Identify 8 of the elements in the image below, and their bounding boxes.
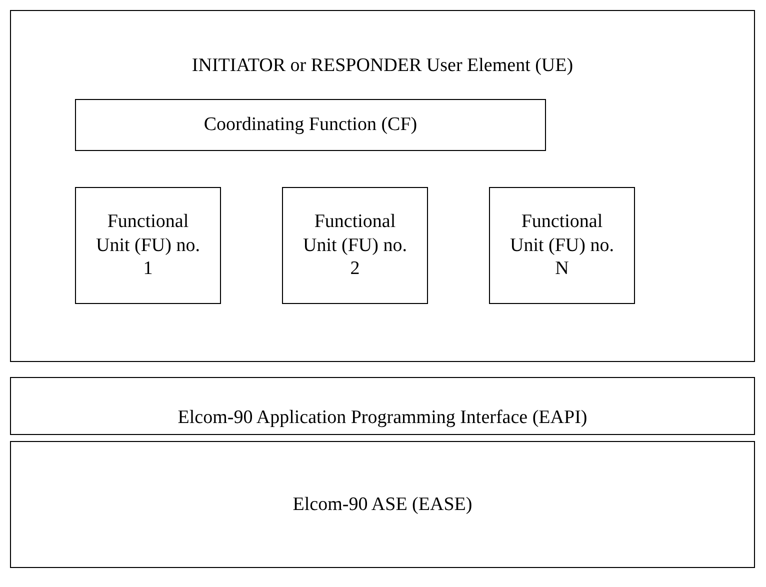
functional-unit-box: Functional Unit (FU) no. 1 bbox=[75, 187, 221, 304]
interface-layer-box: Elcom-90 Application Programming Interface (EAPI) bbox=[10, 377, 755, 435]
layer-title: INITIATOR or RESPONDER User Element (UE) bbox=[190, 55, 574, 77]
functional-unit-box: Functional Unit (FU) no. 2 bbox=[282, 187, 428, 304]
service-element-box: Elcom-90 ASE (EASE) bbox=[10, 441, 755, 568]
coordinating-function-box: Coordinating Function (CF) bbox=[75, 99, 546, 151]
functional-unit-box: Functional Unit (FU) no. N bbox=[489, 187, 635, 304]
user-element-box bbox=[10, 10, 755, 362]
